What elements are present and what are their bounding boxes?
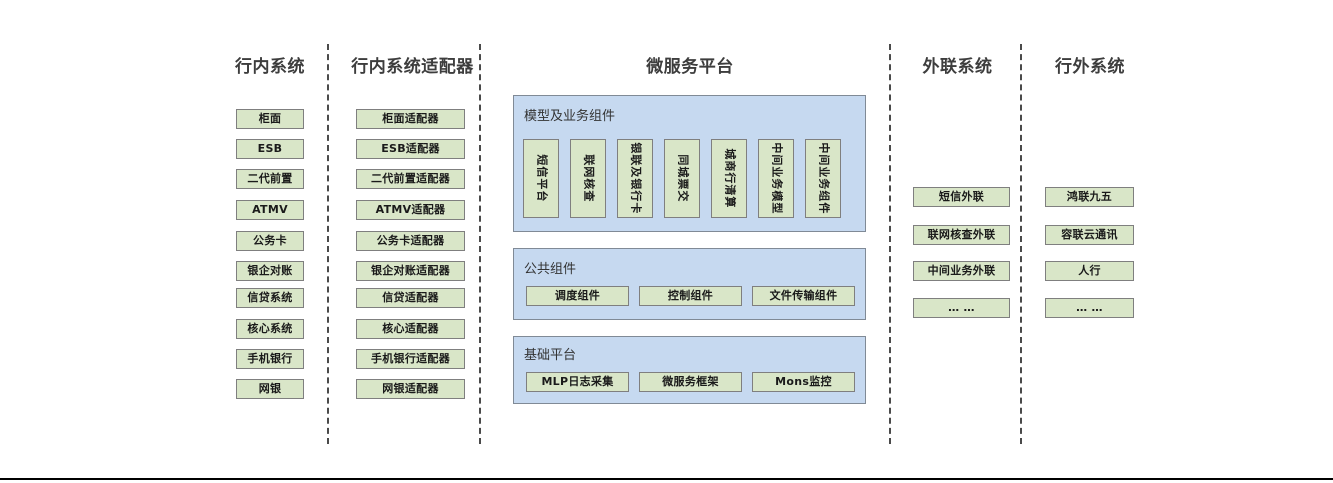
node-external-link-system[interactable]: 中间业务外联 — [913, 261, 1010, 281]
node-internal-adapter[interactable]: 核心适配器 — [356, 319, 465, 339]
node-internal-adapter[interactable]: ESB适配器 — [356, 139, 465, 159]
node-outside-bank-system[interactable]: … … — [1045, 298, 1134, 318]
node-internal-system[interactable]: 银企对账 — [236, 261, 304, 281]
node-public-component[interactable]: 调度组件 — [526, 286, 629, 306]
bottom-rule — [0, 478, 1333, 480]
group-public-components — [513, 248, 866, 320]
node-internal-adapter[interactable]: ATMV适配器 — [356, 200, 465, 220]
node-internal-adapter[interactable]: 网银适配器 — [356, 379, 465, 399]
group-base-platform — [513, 336, 866, 404]
group-title-public-components: 公共组件 — [524, 262, 577, 277]
node-base-platform-component[interactable]: 微服务框架 — [639, 372, 742, 392]
node-internal-adapter[interactable]: 银企对账适配器 — [356, 261, 465, 281]
heading-internal-adapters: 行内系统适配器 — [351, 57, 474, 77]
group-title-model-business-components: 模型及业务组件 — [524, 109, 616, 124]
node-model-component[interactable]: 中间业务组件 — [805, 139, 841, 218]
heading-microservice-platform: 微服务平台 — [646, 57, 734, 77]
node-base-platform-component[interactable]: MLP日志采集 — [526, 372, 629, 392]
node-outside-bank-system[interactable]: 鸿联九五 — [1045, 187, 1134, 207]
node-public-component[interactable]: 控制组件 — [639, 286, 742, 306]
node-internal-adapter[interactable]: 手机银行适配器 — [356, 349, 465, 369]
node-model-component[interactable]: 短信平台 — [523, 139, 559, 218]
node-internal-system[interactable]: 公务卡 — [236, 231, 304, 251]
node-base-platform-component[interactable]: Mons监控 — [752, 372, 855, 392]
heading-outside-bank-systems: 行外系统 — [1055, 57, 1125, 77]
node-internal-adapter[interactable]: 信贷适配器 — [356, 288, 465, 308]
group-title-base-platform: 基础平台 — [524, 348, 577, 363]
heading-external-link-systems: 外联系统 — [922, 57, 993, 77]
node-internal-system[interactable]: 柜面 — [236, 109, 304, 129]
node-internal-adapter[interactable]: 二代前置适配器 — [356, 169, 465, 189]
node-internal-system[interactable]: 信贷系统 — [236, 288, 304, 308]
node-external-link-system[interactable]: 短信外联 — [913, 187, 1010, 207]
node-internal-adapter[interactable]: 公务卡适配器 — [356, 231, 465, 251]
node-public-component[interactable]: 文件传输组件 — [752, 286, 855, 306]
node-internal-adapter[interactable]: 柜面适配器 — [356, 109, 465, 129]
node-internal-system[interactable]: ATMV — [236, 200, 304, 220]
node-internal-system[interactable]: 手机银行 — [236, 349, 304, 369]
node-model-component[interactable]: 银联及银行卡 — [617, 139, 653, 218]
node-outside-bank-system[interactable]: 容联云通讯 — [1045, 225, 1134, 245]
node-model-component[interactable]: 联网核查 — [570, 139, 606, 218]
node-internal-system[interactable]: ESB — [236, 139, 304, 159]
heading-internal-systems: 行内系统 — [235, 57, 305, 77]
node-model-component[interactable]: 城商行清算 — [711, 139, 747, 218]
divider-4 — [1020, 44, 1022, 444]
node-internal-system[interactable]: 网银 — [236, 379, 304, 399]
node-outside-bank-system[interactable]: 人行 — [1045, 261, 1134, 281]
node-model-component[interactable]: 中间业务模型 — [758, 139, 794, 218]
node-external-link-system[interactable]: 联网核查外联 — [913, 225, 1010, 245]
divider-3 — [889, 44, 891, 444]
node-internal-system[interactable]: 核心系统 — [236, 319, 304, 339]
node-internal-system[interactable]: 二代前置 — [236, 169, 304, 189]
divider-1 — [327, 44, 329, 444]
node-external-link-system[interactable]: … … — [913, 298, 1010, 318]
divider-2 — [479, 44, 481, 444]
node-model-component[interactable]: 同城票交 — [664, 139, 700, 218]
